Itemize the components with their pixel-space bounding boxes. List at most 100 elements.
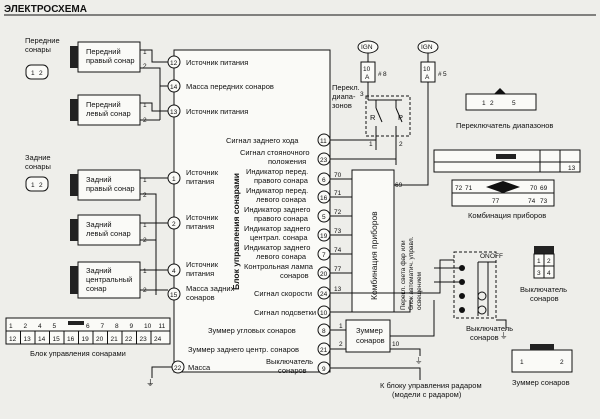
svg-text:Зуммер сонаров: Зуммер сонаров [512, 378, 570, 387]
svg-text:70: 70 [334, 172, 342, 179]
right-pin-7: Индикатор заднего левого сонара 7 [244, 243, 331, 261]
svg-text:Перекл. света фар или: Перекл. света фар или [400, 240, 407, 310]
svg-text:2: 2 [399, 141, 403, 148]
svg-text:Масса передних сонаров: Масса передних сонаров [186, 82, 274, 91]
svg-text:6: 6 [322, 177, 326, 184]
svg-text:4: 4 [547, 270, 551, 277]
radar-note: К блоку управления радаром (модели с рад… [380, 381, 482, 399]
svg-text:13: 13 [568, 165, 576, 172]
svg-text:21: 21 [320, 347, 328, 354]
svg-text:Масса задних: Масса задних [186, 284, 235, 293]
right-pin-19: Индикатор заднего централ. сонара 19 [244, 224, 331, 242]
svg-text:Зуммер: Зуммер [356, 326, 383, 335]
svg-text:2: 2 [339, 341, 343, 348]
left-pin-2: 2 Источник питания [167, 213, 219, 231]
svg-text:IGN: IGN [421, 44, 433, 51]
svg-text:сонар: сонар [86, 284, 107, 293]
svg-text:1: 1 [537, 258, 541, 265]
cu-pin-6: 6 [86, 323, 90, 330]
sonar-rear-left: Задний левый сонар 1 2 [70, 214, 147, 246]
svg-text:5: 5 [443, 71, 447, 78]
svg-text:Перекл.: Перекл. [332, 83, 360, 92]
svg-text:Зуммер угловых сонаров: Зуммер угловых сонаров [208, 326, 296, 335]
svg-text:8: 8 [383, 71, 387, 78]
svg-text:72: 72 [455, 185, 463, 192]
svg-text:Сигнал подсветки: Сигнал подсветки [254, 308, 316, 317]
front-sonar-connector-icon: 1 2 [25, 64, 49, 80]
pin-22-ground: 22 Масса ⏚ [146, 360, 211, 388]
svg-text:69: 69 [540, 185, 548, 192]
right-pin-10: Сигнал подсветки 10 [254, 305, 331, 319]
svg-text:11: 11 [320, 138, 327, 145]
svg-text:Индикатор перед.: Индикатор перед. [246, 167, 308, 176]
svg-text:питания: питания [186, 222, 214, 231]
cu-pin-16: 16 [67, 336, 75, 343]
svg-text:1: 1 [143, 177, 147, 184]
svg-text:центральный: центральный [86, 275, 132, 284]
svg-text:1: 1 [143, 222, 147, 229]
svg-text:Источник: Источник [186, 213, 219, 222]
svg-text:левого сонара: левого сонара [256, 195, 307, 204]
right-pin-23: Сигнал стояночного положения 23 [240, 148, 331, 166]
svg-text:сонаров: сонаров [186, 293, 215, 302]
svg-text:Индикатор заднего: Индикатор заднего [244, 205, 310, 214]
svg-text:71: 71 [334, 190, 342, 197]
svg-text:14: 14 [170, 84, 178, 91]
left-pin-4: 4 Источник питания [167, 260, 219, 278]
cu-pin-1: 1 [9, 323, 13, 330]
svg-text:Источник: Источник [186, 260, 219, 269]
wire-speed [330, 259, 454, 294]
svg-text:Индикатор перед.: Индикатор перед. [246, 186, 308, 195]
cluster-connector-top: 13 [433, 149, 581, 173]
svg-text:ON: ON [480, 253, 490, 260]
left-wires [140, 49, 168, 295]
control-unit-label: Блок управления сонарами [231, 173, 241, 290]
svg-text:Источник питания: Источник питания [186, 58, 248, 67]
svg-text:Выключатель: Выключатель [520, 285, 567, 294]
svg-text:15: 15 [170, 292, 178, 299]
buzzer-ground-icon: ⏚ [415, 356, 423, 365]
svg-text:левый сонар: левый сонар [86, 109, 131, 118]
svg-text:1: 1 [143, 49, 147, 56]
left-pin-15: 15 Масса задних сонаров [167, 284, 235, 302]
svg-text:Комбинация приборов: Комбинация приборов [468, 211, 546, 220]
instrument-cluster: Комбинация приборов 69 [351, 169, 403, 313]
cu-pin-22: 22 [125, 336, 133, 343]
svg-text:2: 2 [547, 258, 551, 265]
rear-sonars-label-2: сонары [25, 162, 51, 171]
svg-text:10: 10 [363, 66, 371, 73]
svg-text:1: 1 [31, 182, 35, 189]
sonar-rear-center: Задний центральный сонар 1 2 [70, 261, 147, 299]
svg-text:Сигнал стояночного: Сигнал стояночного [240, 148, 310, 157]
svg-text:правого сонара: правого сонара [254, 214, 309, 223]
sonar-front-right: Передний правый сонар 1 2 [70, 41, 147, 73]
svg-text:левого сонара: левого сонара [256, 252, 307, 261]
left-pin-12: 12 Источник питания [167, 55, 248, 69]
cu-pin-19: 19 [82, 336, 90, 343]
svg-text:#: # [438, 71, 442, 78]
svg-text:сонаров: сонаров [470, 333, 499, 342]
svg-text:1: 1 [172, 176, 176, 183]
left-pin-14: 14 Масса передних сонаров [167, 79, 274, 93]
cu-pin-15: 15 [53, 336, 61, 343]
svg-text:73: 73 [540, 198, 548, 205]
switch-connector: 1 2 3 4 Выключатель сонаров [520, 246, 567, 303]
right-pin-9: Выключатель сонаров 9 [266, 357, 331, 375]
svg-text:77: 77 [492, 198, 500, 205]
cu-pin-8: 8 [115, 323, 119, 330]
svg-text:3: 3 [537, 270, 541, 277]
svg-text:(модели с радаром): (модели с радаром) [392, 390, 462, 399]
svg-text:1: 1 [143, 102, 147, 109]
svg-text:питания: питания [186, 269, 214, 278]
svg-text:Задний: Задний [86, 266, 112, 275]
svg-text:5: 5 [512, 100, 516, 107]
svg-text:77: 77 [334, 266, 342, 273]
cu-pin-10: 10 [144, 323, 152, 330]
sonar-switch: ON OFF Выключатель сонаров ⏚ [434, 251, 513, 342]
svg-text:70: 70 [530, 185, 538, 192]
svg-text:22: 22 [174, 365, 182, 372]
svg-text:правый сонар: правый сонар [86, 56, 135, 65]
svg-text:3: 3 [360, 91, 364, 98]
svg-text:правый сонар: правый сонар [86, 184, 135, 193]
